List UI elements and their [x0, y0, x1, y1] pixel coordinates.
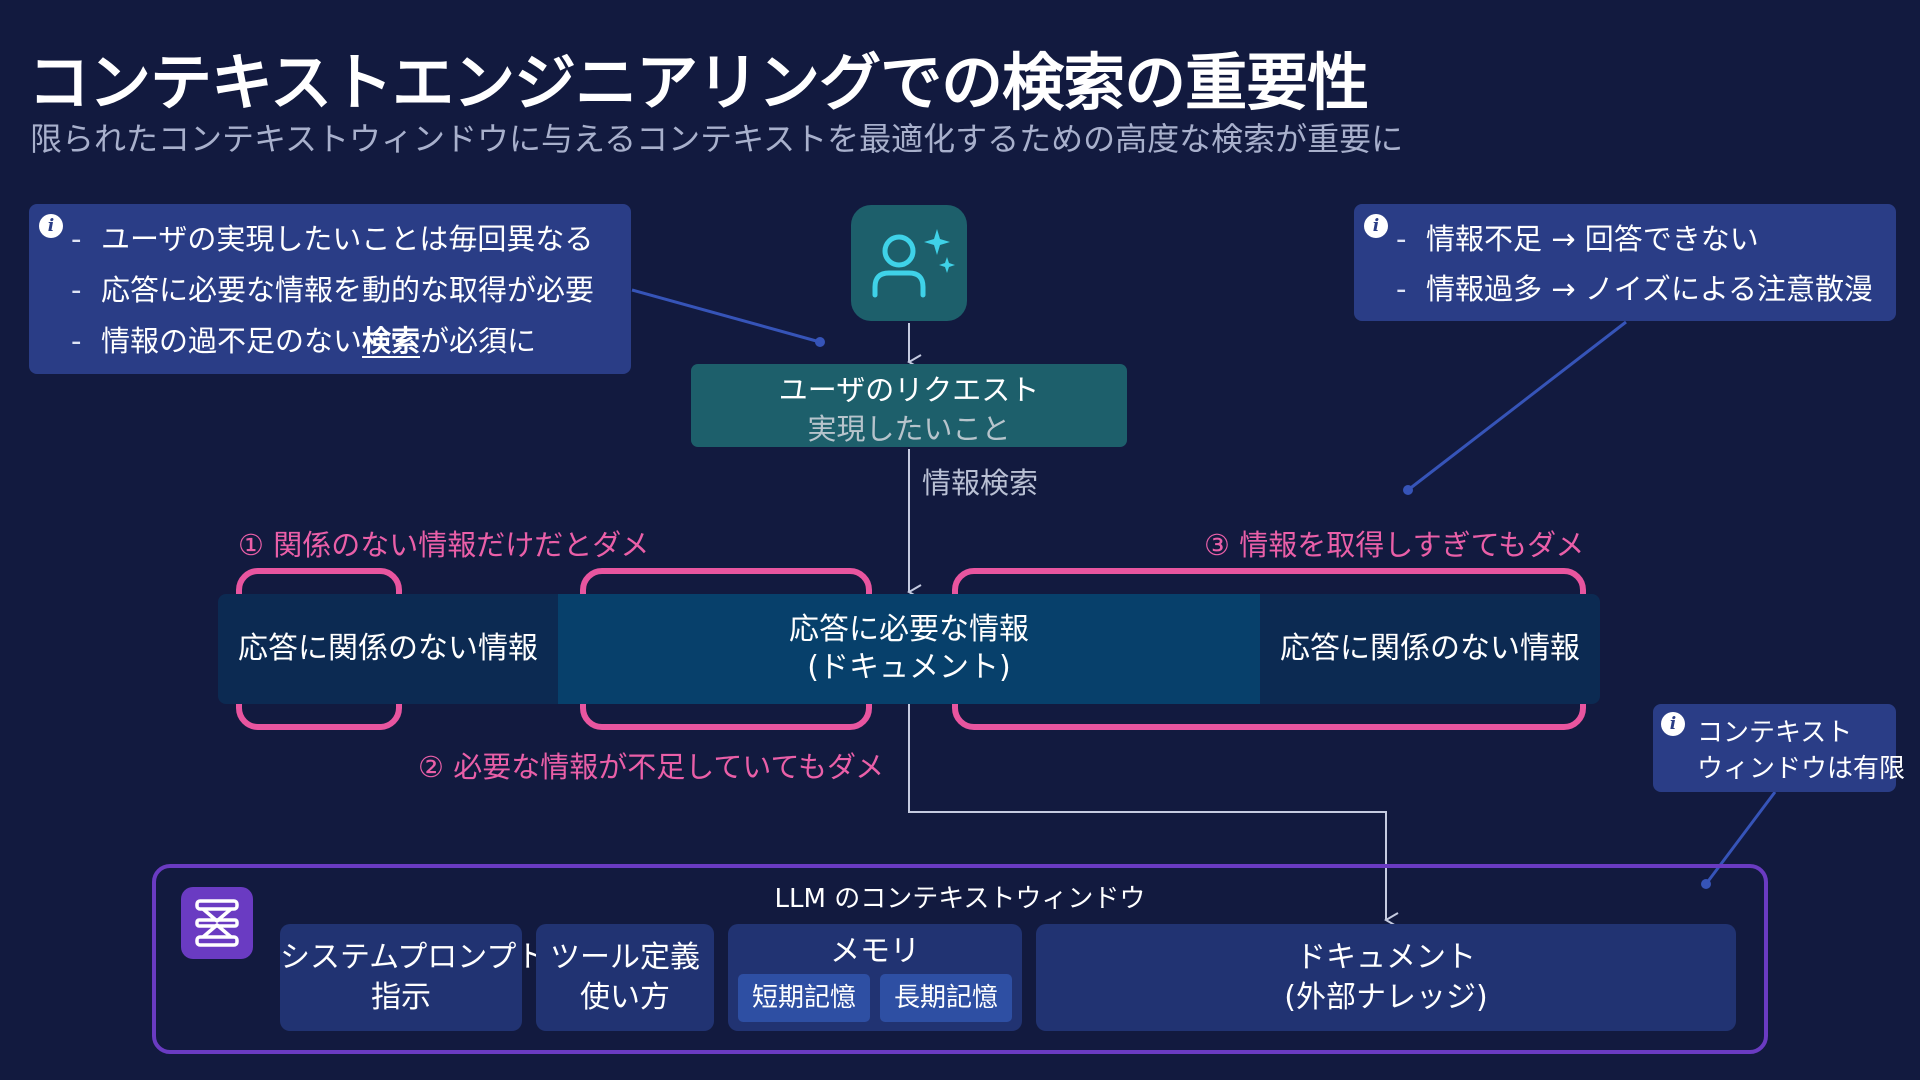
llm-context-window [152, 864, 1768, 1054]
page-subtitle: 限られたコンテキストウィンドウに与えるコンテキストを最適化するための高度な検索が… [30, 120, 1404, 158]
warning-too-much: ③ 情報を取得しすぎてもダメ [1204, 528, 1585, 562]
right-note-connector [1407, 320, 1627, 492]
warning-irrelevant-only: ① 関係のない情報だけだとダメ [238, 528, 650, 562]
slot-system-prompt: システムプロンプト 指示 [280, 924, 546, 1031]
slot-document: ドキュメント (外部ナレッジ) [1036, 924, 1736, 1031]
right-note-item: -情報過多 → ノイズによる注意散漫 [1396, 272, 1873, 306]
left-note-connector-dot [815, 337, 825, 347]
warning-insufficient: ② 必要な情報が不足していてもダメ [418, 750, 885, 784]
info-segment-irrelevant-right: 応答に関係のない情報 [1260, 594, 1600, 704]
context-note-line: ウィンドウは有限 [1697, 754, 1906, 784]
request-title: ユーザのリクエスト [778, 373, 1040, 407]
info-search-label: 情報検索 [922, 466, 1039, 500]
page-title: コンテキストエンジニアリングでの検索の重要性 [28, 46, 1369, 119]
hourglass-icon [181, 887, 253, 959]
slot-tool-definition: ツール定義 使い方 [536, 924, 714, 1031]
user-request-box: ユーザのリクエスト 実現したいこと [691, 364, 1127, 447]
left-info-note: i -ユーザの実現したいことは毎回異なる -応答に必要な情報を動的な取得が必要 … [29, 204, 631, 374]
left-note-item: -情報の過不足のない検索が必須に [71, 324, 537, 358]
info-icon: i [39, 214, 63, 238]
highlight-search: 検索 [362, 324, 421, 358]
info-icon: i [1364, 214, 1388, 238]
info-icon: i [1661, 712, 1685, 736]
context-note-line: コンテキスト [1697, 718, 1853, 748]
info-segment-required: 応答に必要な情報 (ドキュメント) [558, 594, 1260, 704]
memory-short-term: 短期記憶 [738, 974, 870, 1022]
right-note-item: -情報不足 → 回答できない [1396, 222, 1759, 256]
right-note-connector-dot [1403, 485, 1413, 495]
request-subtitle: 実現したいこと [807, 412, 1011, 446]
llm-context-window-label: LLM のコンテキストウィンドウ [774, 884, 1146, 914]
left-note-item: -ユーザの実現したいことは毎回異なる [71, 222, 594, 256]
context-window-note: i コンテキスト ウィンドウは有限 [1653, 704, 1905, 792]
right-info-note: i -情報不足 → 回答できない -情報過多 → ノイズによる注意散漫 [1354, 204, 1896, 321]
left-note-connector [631, 288, 821, 344]
user-sparkle-icon [851, 205, 967, 321]
left-note-item: -応答に必要な情報を動的な取得が必要 [71, 273, 595, 307]
info-segment-irrelevant-left: 応答に関係のない情報 [218, 594, 558, 704]
memory-long-term: 長期記憶 [880, 974, 1012, 1022]
